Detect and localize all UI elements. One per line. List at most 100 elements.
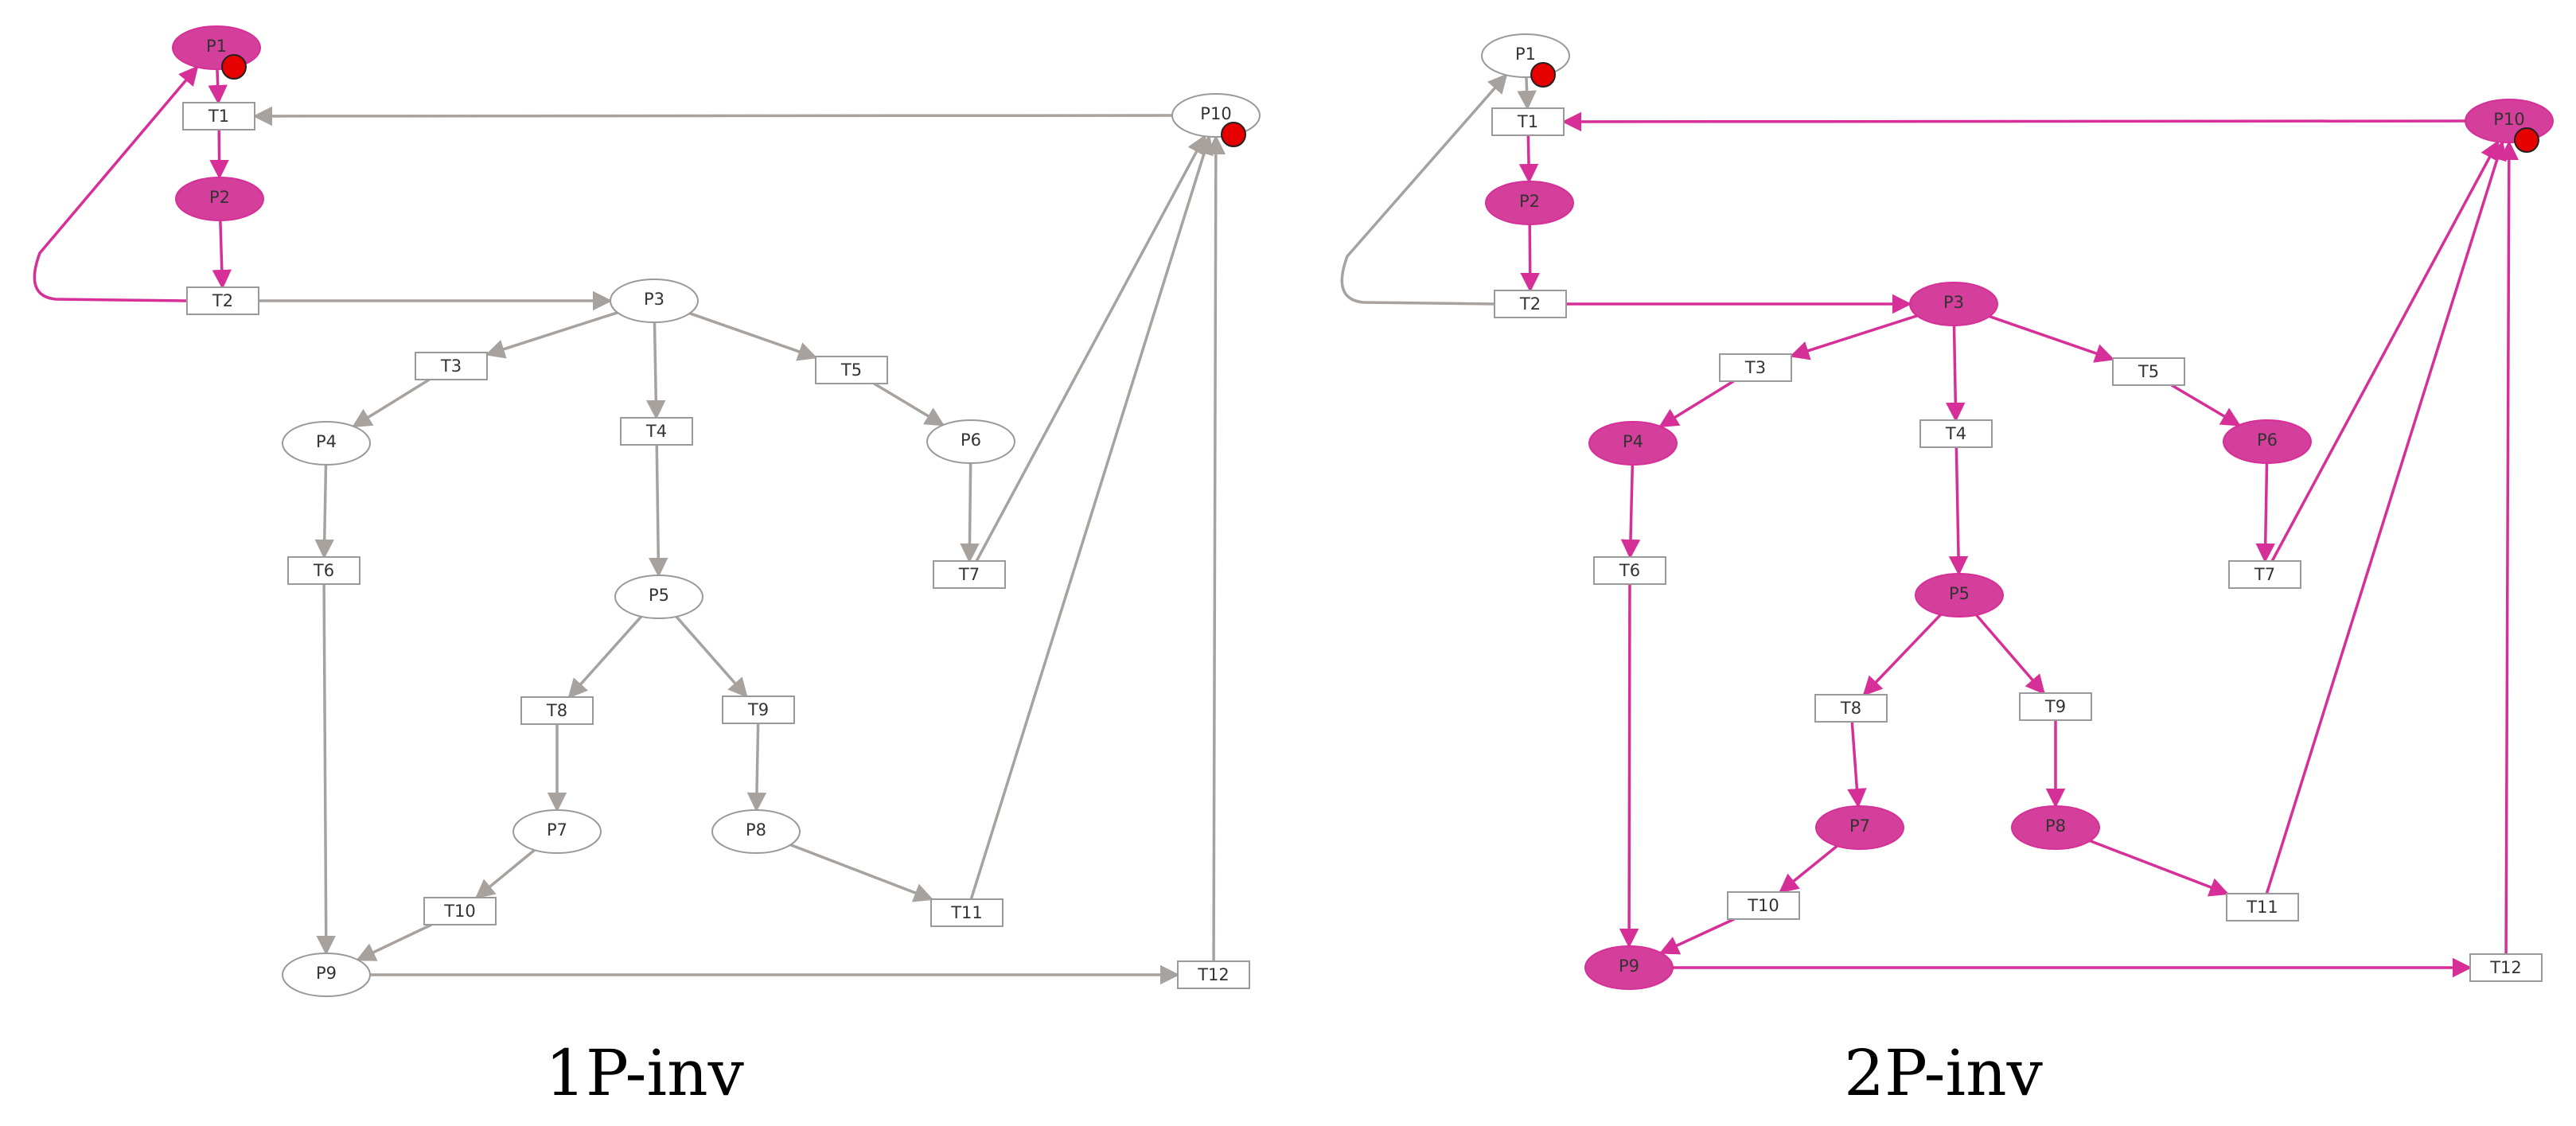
place-p3: P3 <box>610 279 699 323</box>
place-label: P5 <box>1949 584 1970 603</box>
place-ellipse <box>1915 573 2004 618</box>
token-marker <box>2514 127 2539 153</box>
place-p5: P5 <box>1915 573 2004 618</box>
place-ellipse <box>711 809 801 854</box>
transition-t5: T5 <box>815 356 888 384</box>
arc-t3-p4 <box>352 378 431 428</box>
transition-box <box>1919 419 1993 448</box>
place-p5: P5 <box>614 575 703 619</box>
transition-t11: T11 <box>2226 893 2299 921</box>
place-label: P1 <box>1515 45 1536 64</box>
arc-t11-p10 <box>2265 140 2507 894</box>
arc-t4-p5 <box>649 444 668 578</box>
arc-p3-t3 <box>1789 314 1918 360</box>
transition-box <box>1593 556 1666 585</box>
transition-label: T8 <box>546 701 567 720</box>
arc-t12-p10 <box>1206 134 1226 962</box>
place-p1: P1 <box>1481 33 1570 88</box>
transition-label: T8 <box>1840 699 1861 718</box>
transition-label: T3 <box>440 357 462 376</box>
place-label: P9 <box>1619 957 1639 976</box>
transition-box <box>520 696 594 725</box>
transition-box <box>722 695 795 724</box>
place-p2: P2 <box>1485 181 1574 225</box>
arc-t11-p10 <box>969 134 1214 900</box>
token-marker <box>1530 62 1556 88</box>
arc-t4-p5 <box>1948 446 1969 576</box>
transition-label: T4 <box>1945 424 1966 443</box>
arc-p8-t11 <box>789 844 934 902</box>
arc-t6-p9 <box>1619 583 1639 949</box>
place-p4: P4 <box>1588 421 1678 466</box>
transition-label: T1 <box>208 107 229 126</box>
arc-p3-t5 <box>689 312 818 361</box>
arc-t5-p6 <box>2170 384 2241 427</box>
place-ellipse <box>1815 805 1904 850</box>
transition-box <box>1491 107 1565 136</box>
transition-t10: T10 <box>423 897 497 925</box>
place-label: P6 <box>961 431 981 450</box>
place-p10: P10 <box>2465 99 2554 153</box>
place-label: P7 <box>547 820 567 840</box>
place-ellipse <box>926 419 1015 464</box>
transition-t4: T4 <box>620 417 693 446</box>
place-label: P2 <box>209 188 230 207</box>
arc-p8-t11 <box>2089 840 2230 897</box>
transition-label: T2 <box>212 291 233 310</box>
transition-t6: T6 <box>1593 556 1666 585</box>
place-label: P8 <box>2045 816 2066 836</box>
transition-t9: T9 <box>2019 692 2092 721</box>
transition-t7: T7 <box>2228 560 2301 589</box>
transition-label: T7 <box>958 565 980 584</box>
place-label: P2 <box>1519 192 1540 211</box>
arc-layer <box>33 65 1226 985</box>
transition-t12: T12 <box>1177 960 1250 989</box>
place-p6: P6 <box>926 419 1015 464</box>
place-label: P4 <box>1623 432 1643 451</box>
transition-t3: T3 <box>1719 353 1792 382</box>
arc-p3-t4 <box>646 321 666 420</box>
place-p1: P1 <box>172 25 261 80</box>
arc-t1-p2 <box>209 129 229 180</box>
transition-t6: T6 <box>287 556 360 585</box>
place-label: P8 <box>746 820 766 840</box>
place-label: P10 <box>2493 110 2524 129</box>
place-p9: P9 <box>282 953 371 997</box>
place-label: P10 <box>1200 104 1231 123</box>
transition-box <box>182 102 255 131</box>
arc-t9-p8 <box>746 723 767 812</box>
arc-p1-t1 <box>208 68 228 105</box>
place-p6: P6 <box>2223 419 2312 464</box>
transition-t1: T1 <box>182 102 255 131</box>
place-label: P4 <box>316 432 337 451</box>
transition-label: T6 <box>1619 561 1640 580</box>
arc-p3-t4 <box>1946 325 1966 423</box>
transition-box <box>2228 560 2301 589</box>
transition-box <box>2226 893 2299 921</box>
transition-label: T11 <box>950 903 983 922</box>
token-marker <box>1221 122 1246 147</box>
place-label: P1 <box>206 37 227 56</box>
transition-t11: T11 <box>930 898 1004 927</box>
arc-t6-p9 <box>316 583 336 956</box>
transition-t3: T3 <box>415 352 488 380</box>
transition-label: T11 <box>2246 898 2278 917</box>
place-p8: P8 <box>2011 805 2100 850</box>
transition-label: T6 <box>313 561 334 580</box>
arc-p5-t8 <box>567 615 643 699</box>
transition-box <box>2469 953 2543 982</box>
arc-t2-p1 <box>1340 73 1508 306</box>
arc-t1-p2 <box>1518 134 1539 184</box>
transition-box <box>2112 357 2185 386</box>
place-label: P3 <box>644 290 664 309</box>
transition-t5: T5 <box>2112 357 2185 386</box>
transition-box <box>933 560 1006 589</box>
place-p2: P2 <box>175 177 264 221</box>
transition-label: T12 <box>2489 958 2522 977</box>
transition-label: T12 <box>1197 965 1230 984</box>
place-ellipse <box>610 279 699 323</box>
transition-box <box>620 417 693 446</box>
place-p7: P7 <box>1815 805 1904 850</box>
arc-p4-t6 <box>314 464 334 559</box>
place-label: P3 <box>1943 293 1964 312</box>
